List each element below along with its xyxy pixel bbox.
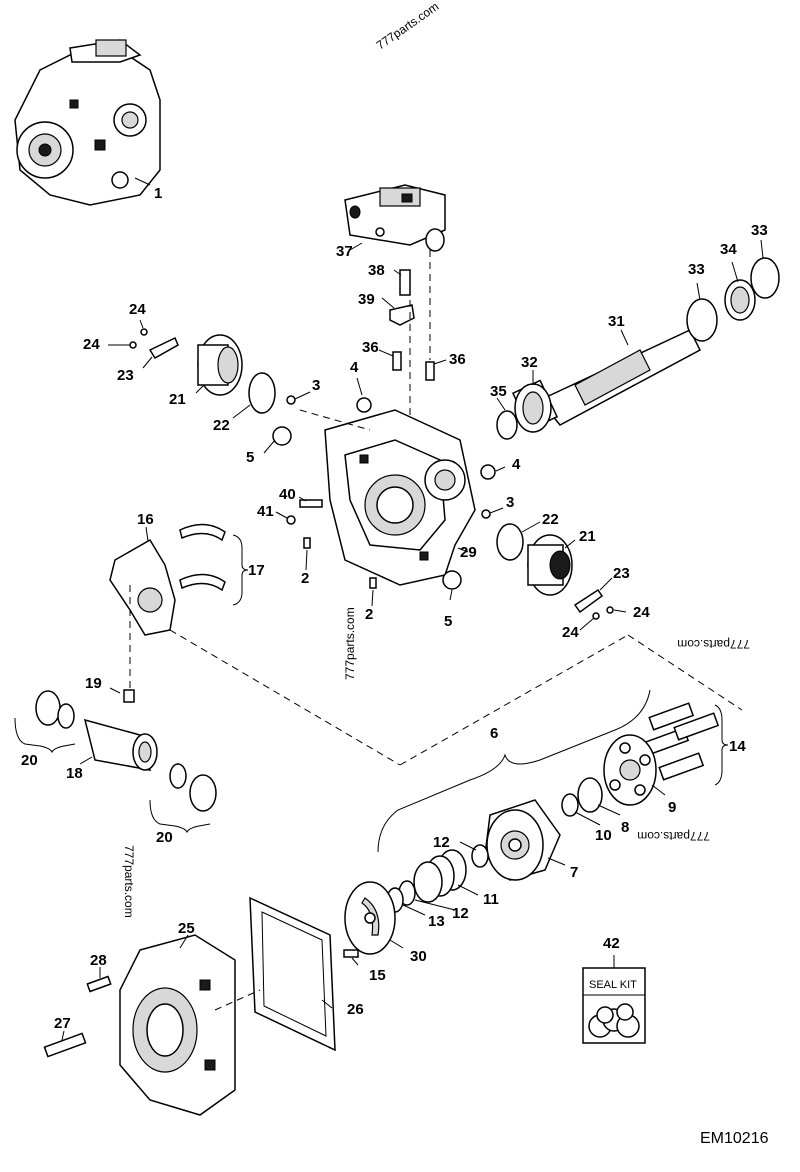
callout-label: 18 [66,765,83,782]
callout-label: 20 [156,829,173,846]
watermark-text: 777parts.com [122,845,136,918]
pins-drawing [275,496,377,607]
callout-label: 38 [368,262,385,279]
callout-label: 12 [433,834,450,851]
callout-label: 5 [246,449,254,466]
callout-label: 3 [312,377,320,394]
callout-label: 15 [369,967,386,984]
callout-label: 24 [562,624,579,641]
dowel-pins-drawing [378,250,447,420]
plugs-drawing [263,377,506,601]
callout-labels: 1 37 33 33 34 38 39 31 24 24 23 36 36 32… [21,185,768,1032]
callout-label: 41 [257,503,274,520]
watermark-text: 777parts.com [677,637,750,651]
swashplate-drawing [109,523,249,636]
callout-label: 28 [90,952,107,969]
callout-label: 13 [428,913,445,930]
callout-label: 24 [83,336,100,353]
callout-label: 34 [720,241,737,258]
callout-label: 21 [169,391,186,408]
servo-spring-drawing [14,687,217,834]
callout-label: 6 [490,725,498,742]
callout-label: 24 [129,301,146,318]
bolt-and-clip-drawing [381,269,415,326]
callout-label: 23 [117,367,134,384]
callout-label: 30 [410,948,427,965]
callout-label: 25 [178,920,195,937]
servo-pistons-drawing [108,319,627,631]
callout-label: 39 [358,291,375,308]
callout-label: 10 [595,827,612,844]
callout-label: 22 [213,417,230,434]
valve-plate-drawing [343,881,404,966]
callout-label: 3 [506,494,514,511]
callout-label: 29 [460,544,477,561]
callout-label: 16 [137,511,154,528]
callout-label: 8 [621,819,629,836]
seal-kit-box [582,955,646,1044]
callout-label: 36 [449,351,466,368]
callout-label: 36 [362,339,379,356]
end-cap-drawing [43,934,261,1116]
callout-label: 27 [54,1015,71,1032]
cylinder-block-drawing [484,799,566,881]
callout-label: 9 [668,799,676,816]
callout-label: 35 [490,383,507,400]
pistons-drawing [643,702,729,786]
main-housing-drawing [324,409,476,586]
callout-label: 32 [521,354,538,371]
callout-label: 2 [301,570,309,587]
callout-label: 7 [570,864,578,881]
callout-label: 33 [688,261,705,278]
figure-reference: EM10216 [700,1130,769,1147]
gasket-drawing [249,896,336,1052]
rotating-group-bracket [377,689,651,853]
callout-label: 1 [154,185,162,202]
callout-label: 2 [365,606,373,623]
callout-label: 37 [336,243,353,260]
callout-label: 21 [579,528,596,545]
callout-label: 20 [21,752,38,769]
callout-label: 14 [729,738,746,755]
callout-label: 17 [248,562,265,579]
callout-label: 40 [279,486,296,503]
callout-label: 26 [347,1001,364,1018]
spring-and-washers-drawing [386,841,489,916]
callout-label: 31 [608,313,625,330]
callout-label: 4 [512,456,521,473]
callout-label: 33 [751,222,768,239]
callout-label: 22 [542,511,559,528]
watermark-text: 777parts.com [637,829,710,843]
assembly-dashed-lines [129,585,743,766]
callout-label: 4 [350,359,359,376]
assembled-pump-drawing [14,39,161,206]
callout-label: 24 [633,604,650,621]
callout-label: 23 [613,565,630,582]
watermark-text: 777parts.com [374,0,442,52]
retainer-plate-drawing [561,734,666,826]
drawing-layer [14,39,780,1116]
callout-label: 19 [85,675,102,692]
callout-label: 5 [444,613,452,630]
watermark-text: 777parts.com [343,607,357,680]
callout-label: 12 [452,905,469,922]
callout-label: 11 [483,891,499,908]
seal-kit-label: SEAL KIT [589,979,637,991]
control-valve-drawing [344,184,446,252]
callout-label: 42 [603,935,620,952]
drive-shaft-drawing [496,239,780,440]
